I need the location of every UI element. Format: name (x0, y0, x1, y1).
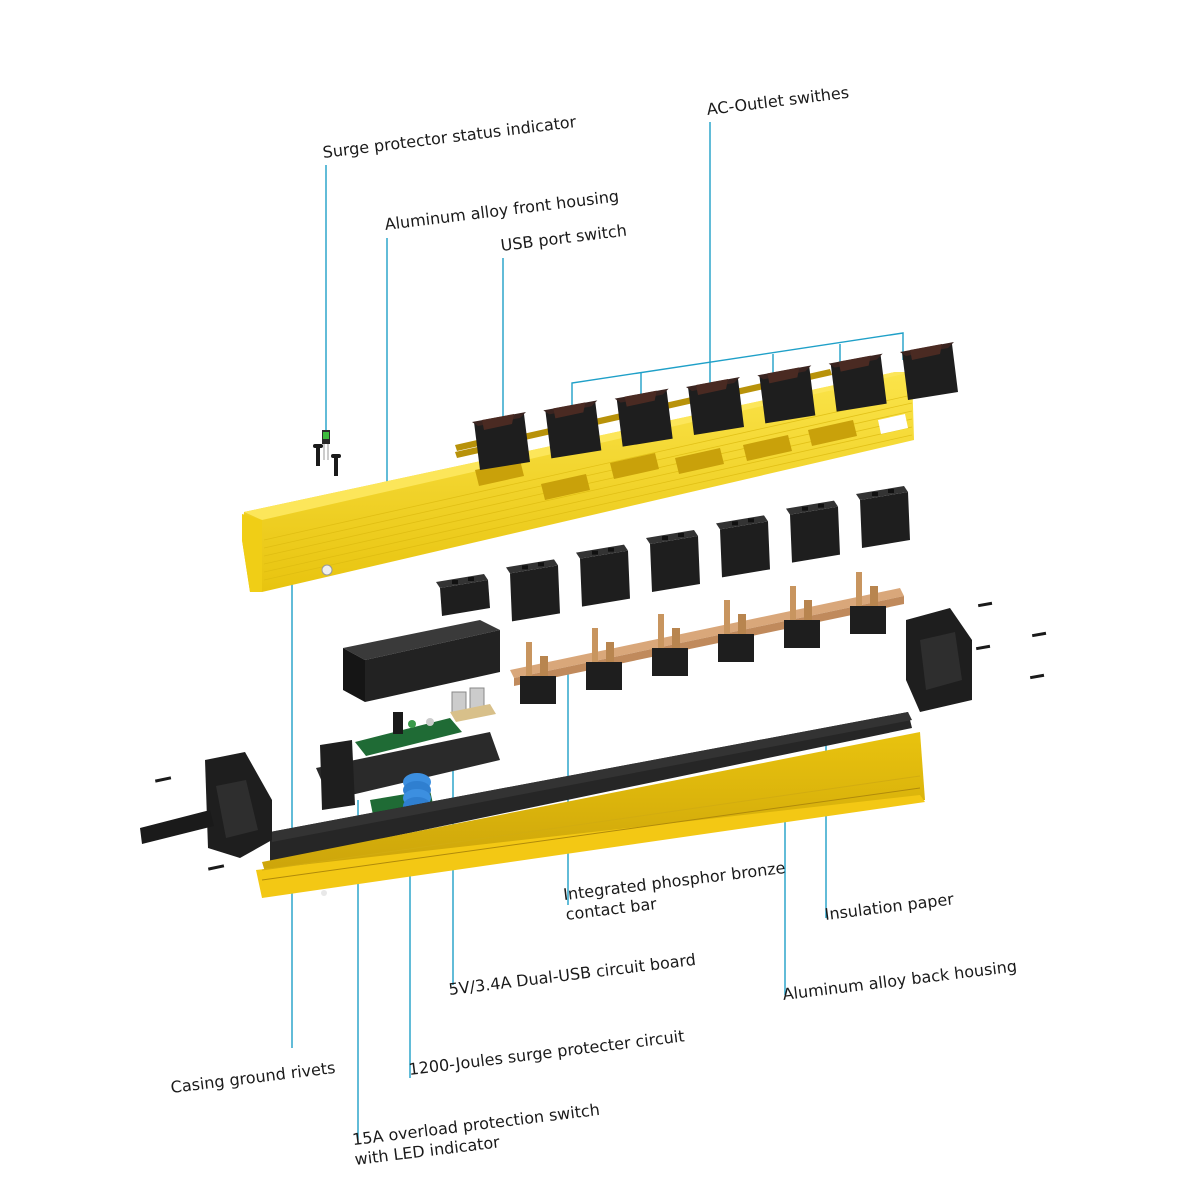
back-housing (256, 732, 925, 898)
screw-icon (313, 444, 341, 476)
surge-indicator-led (322, 430, 330, 460)
rocker-switch (686, 377, 744, 435)
outlet-terminal (652, 614, 688, 676)
power-cord (140, 810, 214, 844)
rocker-switch (900, 342, 958, 400)
rocker-switches (472, 342, 958, 470)
outlet-terminal (784, 586, 820, 648)
outlet-terminal (850, 572, 886, 634)
rocker-switch (543, 400, 602, 459)
outlet-terminal (718, 600, 754, 662)
ground-rivet-icon (321, 564, 333, 576)
screw-icon (975, 601, 1047, 680)
ac-outlets (436, 486, 910, 622)
contact-bar (510, 572, 904, 704)
ac-outlet (646, 530, 700, 592)
front-housing (242, 369, 914, 592)
leader-ac-switches-bus (571, 332, 904, 416)
ac-outlet (716, 515, 770, 578)
rocker-switch (828, 353, 887, 412)
ac-outlet (856, 486, 910, 548)
usb-circuit-board (355, 712, 462, 756)
ac-outlet (506, 559, 560, 622)
ground-rivet-icon (321, 890, 327, 896)
left-end-cap (205, 752, 272, 858)
insulation-paper (270, 712, 912, 862)
rocker-switch (472, 412, 530, 470)
ac-outlet (436, 574, 490, 616)
outlet-terminal (520, 642, 556, 704)
rocker-switch (757, 365, 816, 424)
outlet-terminal (586, 628, 622, 690)
usb-ports (450, 687, 496, 722)
leader-ground-rivets (291, 569, 327, 1048)
ac-outlet (576, 544, 630, 607)
rocker-switch (614, 388, 673, 447)
screw-icon (154, 776, 225, 871)
right-end-cap (906, 608, 972, 712)
ac-outlet (786, 500, 840, 563)
usb-housing-box (343, 620, 500, 702)
